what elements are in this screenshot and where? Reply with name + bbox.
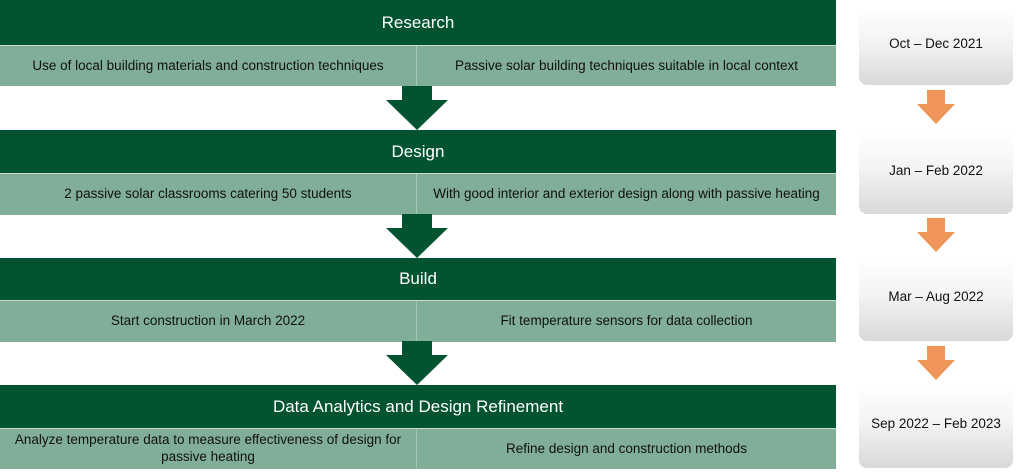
detail-left: Start construction in March 2022 xyxy=(0,301,416,342)
stage-title: Data Analytics and Design Refinement xyxy=(0,385,836,428)
stage-details: Analyze temperature data to measure effe… xyxy=(0,428,836,469)
orange-arrow-icon xyxy=(917,346,955,380)
date-box: Jan – Feb 2022 xyxy=(859,132,1013,214)
stage-title: Build xyxy=(0,258,836,300)
detail-right: Passive solar building techniques suitab… xyxy=(416,46,836,86)
detail-right: Refine design and construction methods xyxy=(416,429,836,469)
orange-arrow-icon xyxy=(917,218,955,252)
detail-left: Use of local building materials and cons… xyxy=(0,46,416,86)
detail-left: Analyze temperature data to measure effe… xyxy=(0,429,416,469)
stage-title: Research xyxy=(0,0,836,45)
stage-details: 2 passive solar classrooms catering 50 s… xyxy=(0,173,836,215)
down-arrow-icon xyxy=(386,214,448,258)
orange-arrow-icon xyxy=(917,90,955,124)
stage-details: Use of local building materials and cons… xyxy=(0,45,836,86)
date-box: Mar – Aug 2022 xyxy=(859,258,1013,341)
stage-details: Start construction in March 2022 Fit tem… xyxy=(0,300,836,342)
detail-left: 2 passive solar classrooms catering 50 s… xyxy=(0,174,416,215)
detail-right: With good interior and exterior design a… xyxy=(416,174,836,215)
down-arrow-icon xyxy=(386,86,448,130)
detail-right: Fit temperature sensors for data collect… xyxy=(416,301,836,342)
date-box: Oct – Dec 2021 xyxy=(859,8,1013,85)
stage-title: Design xyxy=(0,130,836,173)
date-box: Sep 2022 – Feb 2023 xyxy=(859,385,1013,468)
down-arrow-icon xyxy=(386,341,448,385)
